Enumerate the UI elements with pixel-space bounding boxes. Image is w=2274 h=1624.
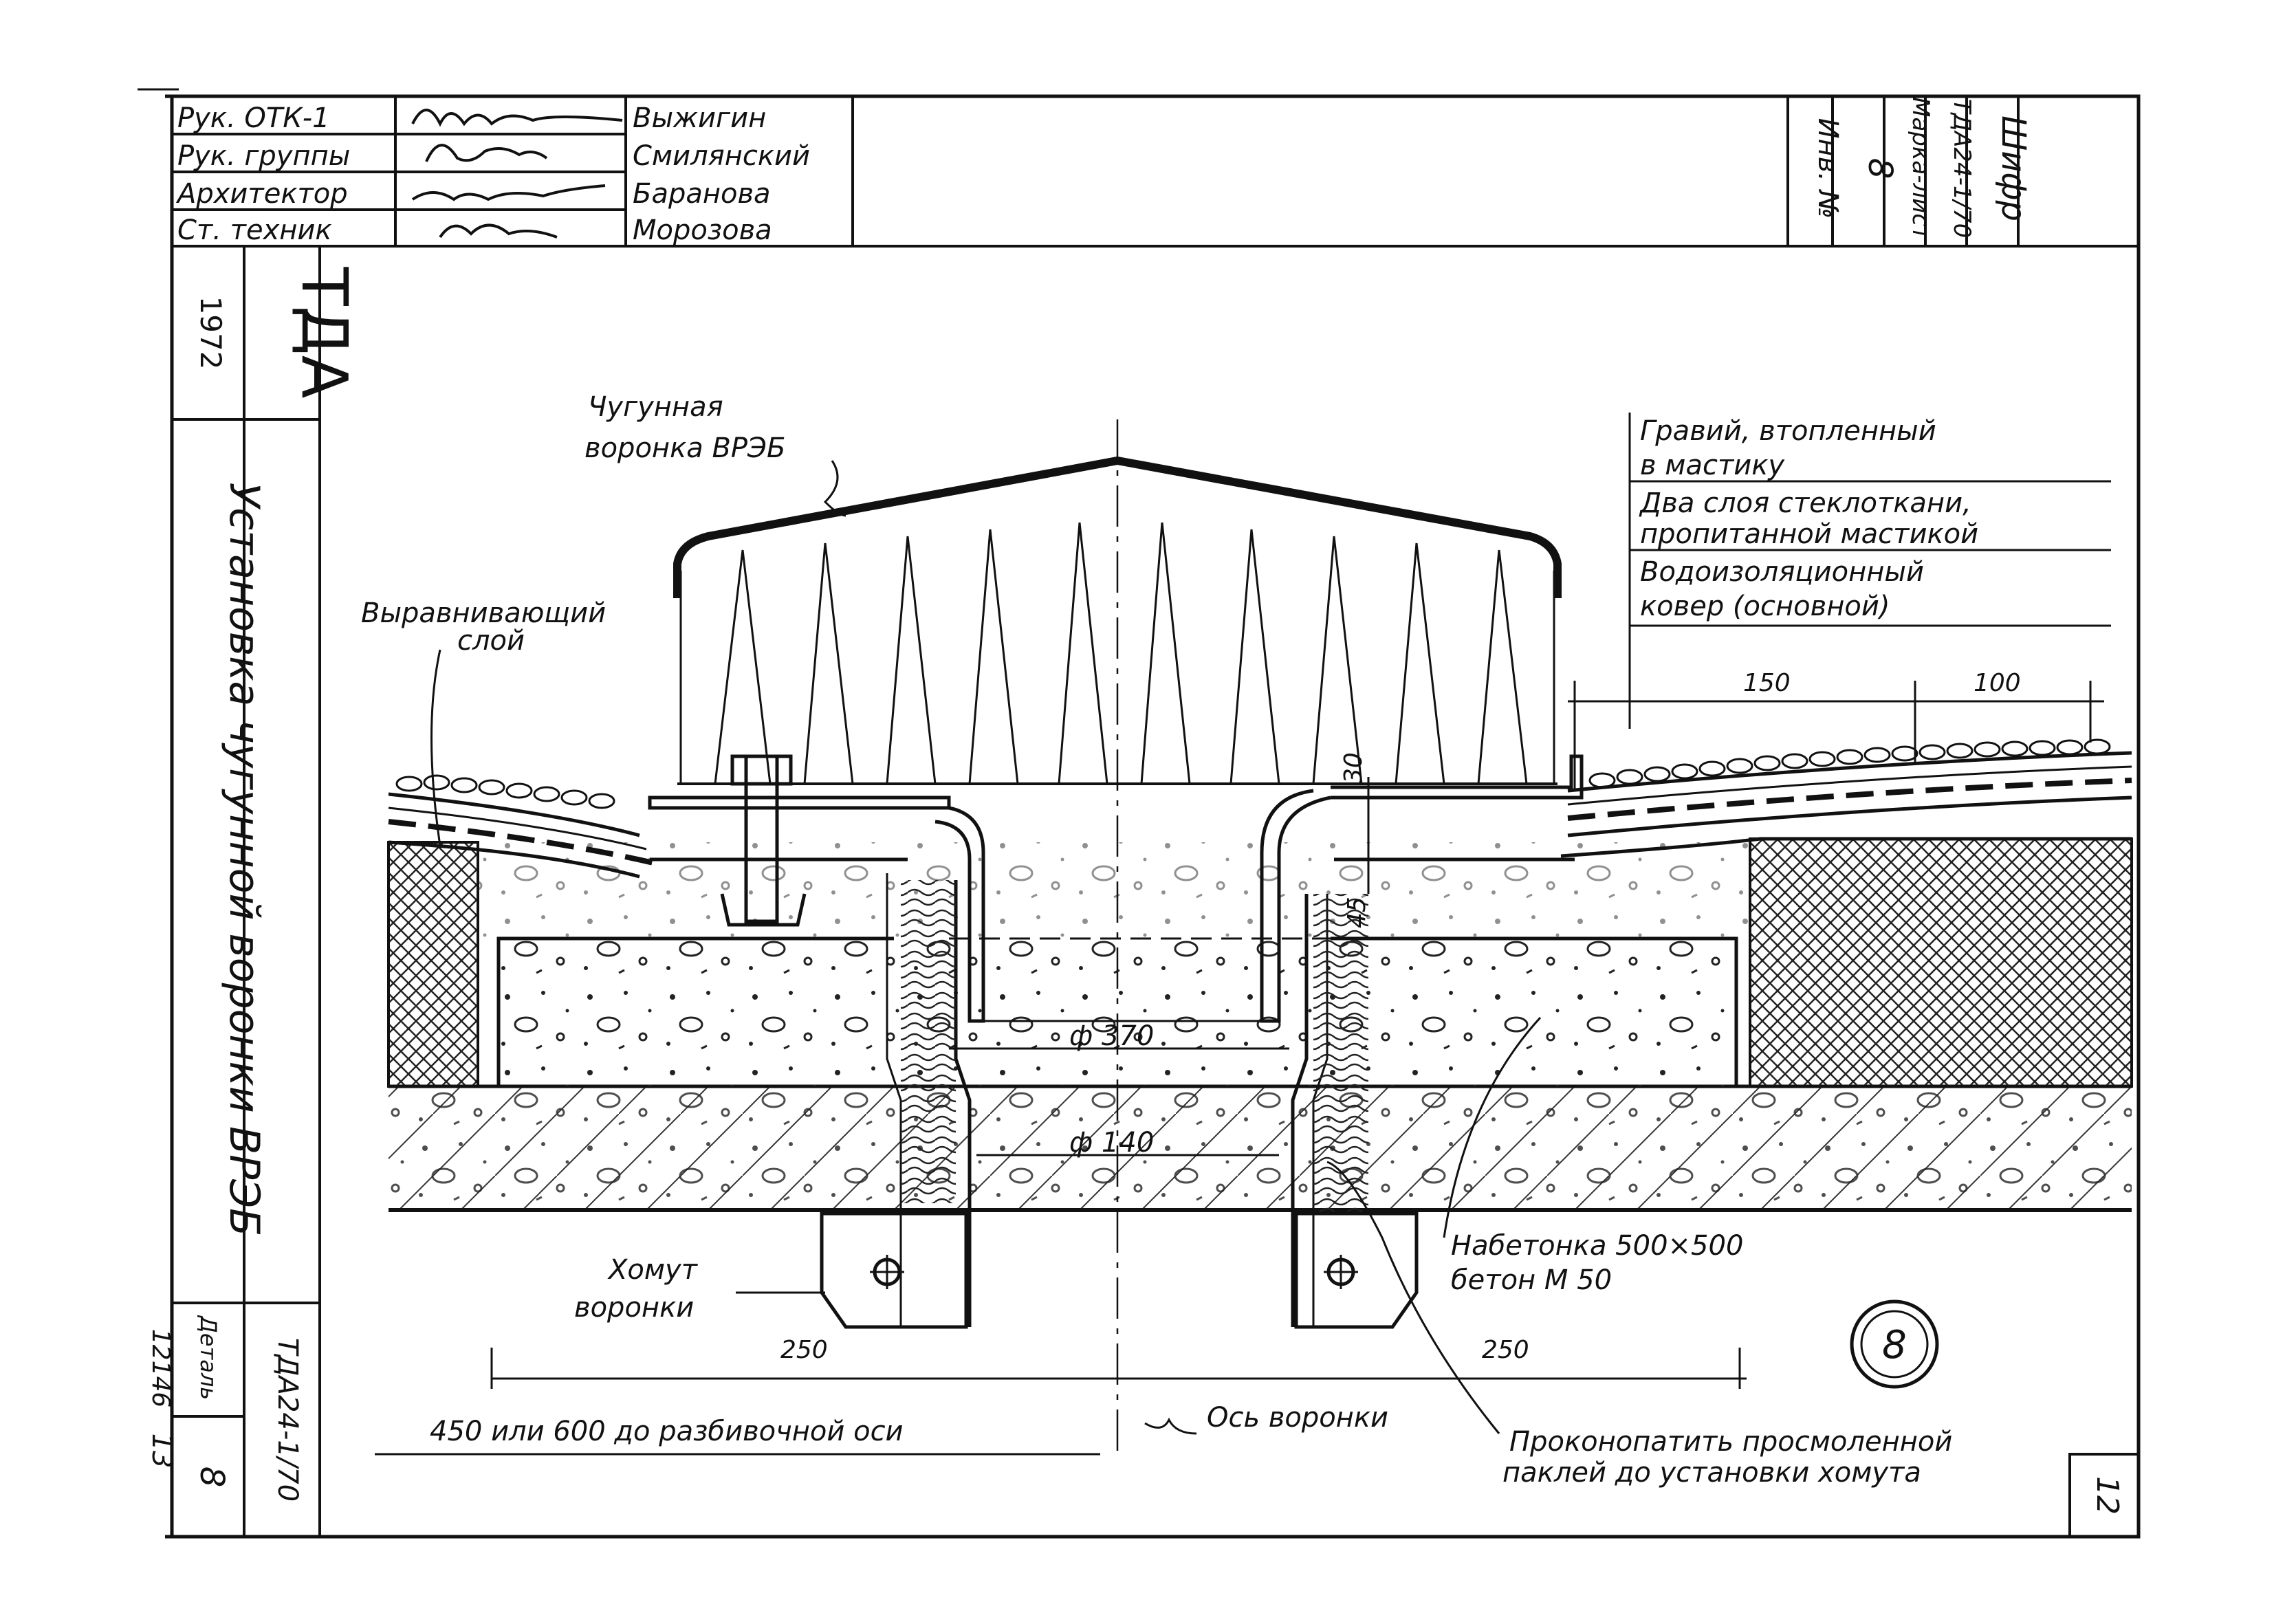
layer3-line1: Водоизоляционный (1640, 556, 1924, 588)
concrete-label-line2: бетон М 50 (1451, 1264, 1612, 1296)
mark-sheet-label: Марка-лист (1907, 97, 1934, 241)
role-1: Рук. ОТК-1 (177, 102, 330, 134)
layer3-line2: ковер (основной) (1640, 591, 1890, 622)
clamp-label-line2: воронки (574, 1292, 694, 1324)
roof-section (387, 738, 2133, 1212)
role-3: Архитектор (175, 178, 348, 210)
clamp (820, 1211, 1419, 1329)
funnel-label-line1: Чугунная (588, 391, 723, 423)
annotation-labels: Чугунная воронка ВРЭБ Выравнивающий слой… (361, 391, 1978, 1489)
concrete-label-line1: Набетонка 500×500 (1451, 1230, 1743, 1262)
dimension-labels: 150 100 30 45 ф 370 ф 140 250 250 (780, 669, 2021, 1364)
leveling-label-line1: Выравнивающий (361, 597, 606, 629)
dim-100: 100 (1974, 669, 2021, 697)
inv-label: Инв. № (1812, 118, 1844, 219)
title-block (171, 95, 2140, 248)
title-block-text: Рук. ОТК-1 Рук. группы Архитектор Ст. те… (175, 97, 2033, 246)
gravel-left (395, 774, 615, 809)
diameter-lines (949, 937, 1331, 1156)
drawing-border (318, 245, 2140, 1538)
inv-value: 8 (1861, 158, 1899, 179)
dim-dia-370: ф 370 (1069, 1020, 1154, 1052)
funnel-label-line2: воронка ВРЭБ (584, 432, 785, 464)
roofing-layers-right (1560, 751, 2132, 858)
sheet-title: Установка чугунной воронки ВРЭБ (220, 483, 268, 1237)
detail-label: Деталь (195, 1315, 221, 1400)
roofing-layers-left (388, 792, 654, 879)
detail-marker: 8 (1850, 1299, 1939, 1389)
dim-45: 45 (1343, 897, 1371, 928)
insulation-right (1749, 837, 2133, 1088)
dim-left-250: 250 (780, 1336, 828, 1364)
sheet-number-box: 12 (2068, 1453, 2140, 1538)
name-2: Смилянский (633, 140, 810, 172)
sheet-number: 12 (2090, 1476, 2125, 1515)
caulk-label-line2: паклей до установки хомута (1502, 1457, 1921, 1489)
left-strip-text: ТДА 1972 Установка чугунной воронки ВРЭБ… (146, 266, 361, 1502)
axis-label: Ось воронки (1207, 1402, 1388, 1434)
cipher-label: Шифр (1994, 116, 2033, 221)
dimension-lines (375, 681, 2104, 1456)
leveling-label-line2: слой (457, 625, 525, 657)
role-4: Ст. техник (177, 215, 332, 246)
detail-marker-number: 8 (1882, 1323, 1907, 1368)
layer1-line2: в мастику (1640, 450, 1785, 481)
dim-dia-140: ф 140 (1069, 1127, 1154, 1159)
layer2-line1: Два слоя стеклоткани, (1639, 487, 1971, 519)
role-2: Рук. группы (177, 140, 350, 172)
axis-note: 450 или 600 до разбивочной оси (430, 1416, 904, 1447)
detail-number: 8 (193, 1467, 231, 1488)
dim-30: 30 (1340, 752, 1368, 784)
layer1-line1: Гравий, втопленный (1640, 415, 1936, 447)
dim-150: 150 (1743, 669, 1791, 697)
signatures (411, 109, 623, 239)
leader-lines (430, 413, 2111, 1435)
insulation-left (387, 841, 479, 1088)
archive-code: 12146 (146, 1329, 175, 1408)
caulk-label-line1: Проконопатить просмоленной (1509, 1426, 1952, 1458)
layer2-line2: пропитанной мастикой (1640, 518, 1978, 550)
year: 1972 (194, 296, 228, 370)
archive-sheet: 13 (146, 1434, 177, 1469)
caulking-right (1313, 894, 1368, 1217)
name-1: Выжигин (633, 102, 766, 134)
dim-right-250: 250 (1482, 1336, 1529, 1364)
gravel-right (1588, 738, 2111, 789)
name-4: Морозова (633, 215, 772, 246)
caulking-left (901, 880, 956, 1203)
clamp-label-line1: Хомут (607, 1254, 699, 1286)
mark-sheet-value: ТДА24-1/70 (1948, 99, 1976, 238)
series-code: ТДА24-1/70 (272, 1338, 303, 1502)
name-3: Баранова (633, 178, 771, 210)
org-mark: ТДА (287, 266, 361, 398)
